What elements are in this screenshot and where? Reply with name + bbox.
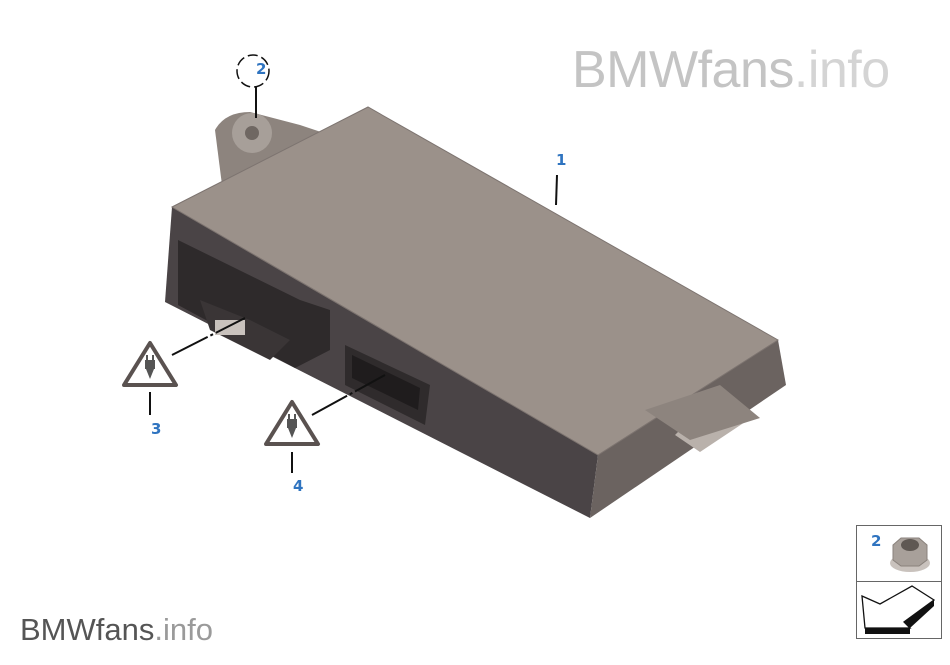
- callout-4[interactable]: 4: [293, 477, 304, 495]
- parts-legend-box: 2: [856, 525, 942, 639]
- watermark-bottom: BMWfans.info: [20, 612, 213, 647]
- leader-line-3: [171, 317, 246, 356]
- legend-nut-cell: 2: [857, 526, 941, 582]
- connector-left: [178, 240, 330, 368]
- callout-1[interactable]: 1: [556, 151, 567, 169]
- leader-line-4: [311, 374, 386, 416]
- callout-2-circle: [236, 54, 270, 88]
- connector-middle: [345, 345, 430, 425]
- callout-2[interactable]: 2: [256, 60, 267, 78]
- module-top-face: [170, 106, 779, 456]
- leader-line-1: [555, 174, 558, 206]
- connector-right: [645, 385, 760, 452]
- connector-warning-icon-3: [122, 341, 178, 387]
- legend-part-number[interactable]: 2: [871, 532, 882, 550]
- connector-warning-icon-4: [264, 400, 320, 446]
- callout-3[interactable]: 3: [151, 420, 162, 438]
- watermark-top: BMWfans.info: [572, 41, 890, 99]
